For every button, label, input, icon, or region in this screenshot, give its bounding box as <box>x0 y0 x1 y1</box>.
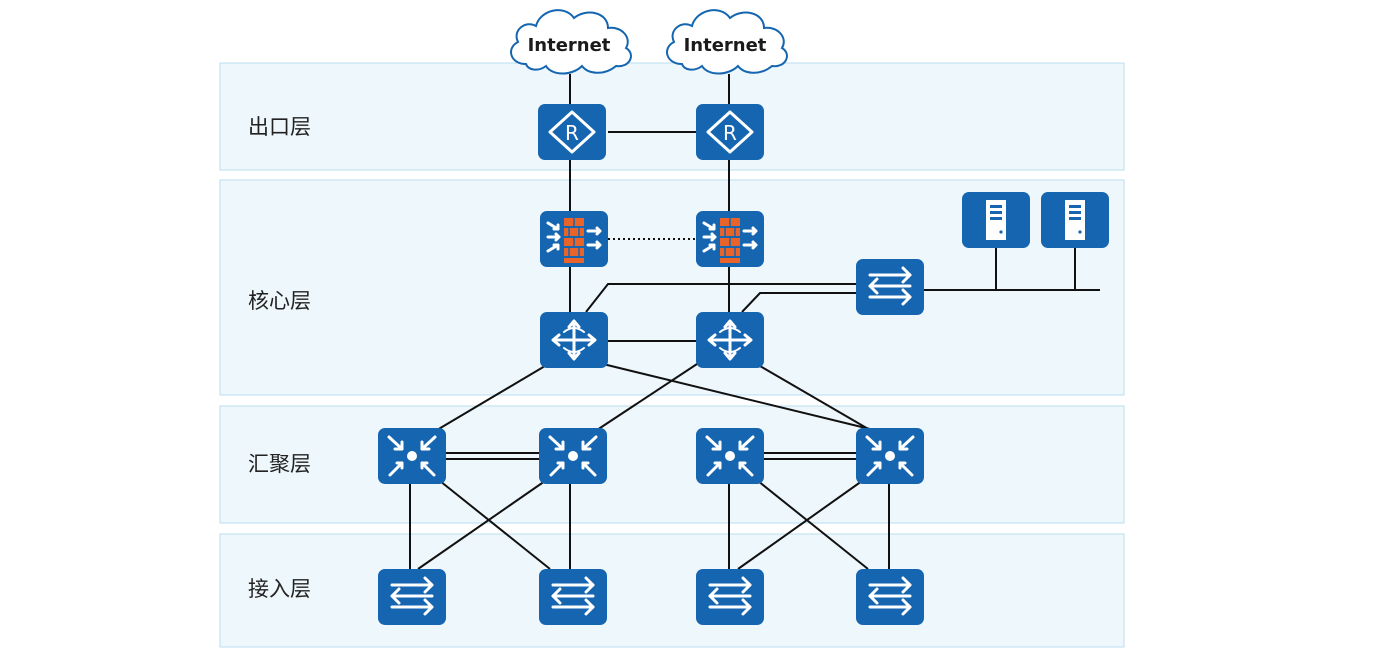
router-icon <box>694 102 766 162</box>
aggregation-layer-label: 汇聚层 <box>248 452 311 476</box>
server-icon <box>1041 192 1109 248</box>
access-switch-icon <box>854 567 926 627</box>
server-access-switch-icon <box>854 257 926 317</box>
core-layer-label: 核心层 <box>248 289 311 313</box>
link-core2-server-switch <box>741 292 858 313</box>
core-switch-icon <box>538 310 610 370</box>
link-core1-server-switch <box>585 283 858 313</box>
link-core1-agg1 <box>436 365 546 431</box>
internet-cloud-2-label: Internet <box>684 35 767 56</box>
link-agg2-acc1 <box>417 480 546 570</box>
exit-layer-band <box>219 62 1125 171</box>
access-switch-icon <box>537 567 609 627</box>
firewall-icon <box>694 209 766 269</box>
link-core1-agg4 <box>602 363 875 431</box>
exit-layer-label: 出口层 <box>248 115 311 139</box>
internet-cloud-2: Internet <box>666 9 788 75</box>
access-switch-icon <box>694 567 766 627</box>
link-agg4-acc3 <box>737 480 863 570</box>
router-icon <box>536 102 608 162</box>
aggregation-switch-icon <box>537 426 609 486</box>
internet-cloud-1-label: Internet <box>528 35 611 56</box>
link-agg3-acc4 <box>757 480 869 570</box>
access-switch-icon <box>376 567 448 627</box>
aggregation-switch-icon <box>376 426 448 486</box>
link-agg1-acc2 <box>439 480 551 570</box>
aggregation-switch-icon <box>694 426 766 486</box>
server-icon <box>962 192 1030 248</box>
link-core2-agg4b <box>759 365 871 431</box>
aggregation-switch-icon <box>854 426 926 486</box>
access-layer-band <box>219 533 1125 648</box>
links <box>409 74 1100 570</box>
access-layer-label: 接入层 <box>248 577 311 601</box>
link-core2-agg2 <box>596 363 698 431</box>
internet-cloud-1: Internet <box>510 9 632 75</box>
firewall-icon <box>538 209 610 269</box>
aggregation-layer-band <box>219 405 1125 524</box>
core-switch-icon <box>694 310 766 370</box>
